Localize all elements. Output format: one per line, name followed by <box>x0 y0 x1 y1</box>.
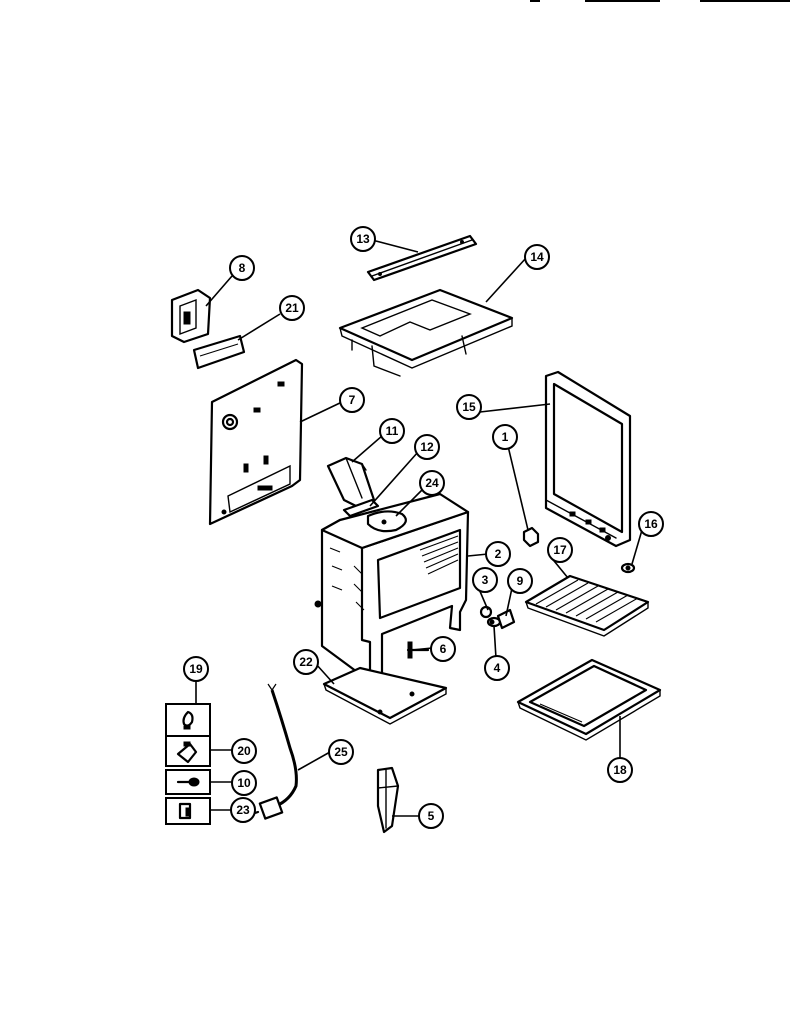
callout-24: 24 <box>419 470 445 496</box>
svg-text:3: 3 <box>482 573 489 587</box>
part-22-bottom-panel <box>322 666 448 725</box>
svg-text:9: 9 <box>517 574 524 588</box>
part-16-support <box>620 562 636 574</box>
callout-13: 13 <box>350 226 376 252</box>
svg-text:14: 14 <box>530 250 544 264</box>
callout-10: 10 <box>231 770 257 796</box>
part-13-trim-strip <box>366 234 478 282</box>
part-11-vent-duct <box>326 456 376 510</box>
part-18-tray <box>516 658 662 741</box>
callout-18: 18 <box>607 757 633 783</box>
svg-text:25: 25 <box>334 745 348 759</box>
callout-22: 22 <box>293 649 319 675</box>
svg-text:23: 23 <box>236 803 250 817</box>
part-1-clip <box>522 526 540 548</box>
callout-16: 16 <box>638 511 664 537</box>
svg-text:17: 17 <box>553 543 567 557</box>
leader-lines <box>195 239 643 817</box>
svg-text:5: 5 <box>428 809 435 823</box>
part-12-bracket <box>342 498 380 518</box>
svg-text:16: 16 <box>644 517 658 531</box>
svg-text:15: 15 <box>462 400 476 414</box>
svg-text:18: 18 <box>613 763 627 777</box>
callout-19: 19 <box>183 656 209 682</box>
svg-text:24: 24 <box>425 476 439 490</box>
callout-7: 7 <box>339 387 365 413</box>
callout-11: 11 <box>379 418 405 444</box>
svg-text:19: 19 <box>189 662 203 676</box>
svg-text:11: 11 <box>386 424 399 438</box>
callout-20: 20 <box>231 738 257 764</box>
part-24-cover <box>366 510 407 533</box>
svg-text:12: 12 <box>420 440 434 454</box>
part-5-bracket <box>376 766 400 834</box>
part-23-packet <box>165 797 211 825</box>
callout-25: 25 <box>328 739 354 765</box>
svg-text:1: 1 <box>502 430 509 444</box>
part-15-door-frame <box>544 370 632 548</box>
callout-5: 5 <box>418 803 444 829</box>
svg-text:4: 4 <box>494 661 501 675</box>
callout-9: 9 <box>507 568 533 594</box>
callout-17: 17 <box>547 537 573 563</box>
svg-text:10: 10 <box>237 776 251 790</box>
part-20-packet <box>165 735 211 767</box>
callout-2: 2 <box>485 541 511 567</box>
callout-12: 12 <box>414 434 440 460</box>
svg-text:2: 2 <box>495 547 502 561</box>
svg-text:7: 7 <box>349 393 356 407</box>
svg-text:22: 22 <box>299 655 313 669</box>
callout-3: 3 <box>472 567 498 593</box>
svg-text:13: 13 <box>356 232 370 246</box>
svg-text:6: 6 <box>440 642 447 656</box>
part-7-backguard <box>208 358 304 526</box>
callout-8: 8 <box>229 255 255 281</box>
svg-text:21: 21 <box>285 301 299 315</box>
callout-15: 15 <box>456 394 482 420</box>
part-17-oven-rack <box>524 574 650 637</box>
callout-14: 14 <box>524 244 550 270</box>
part-3-4-9-knob-set <box>479 605 516 630</box>
part-21-overlay <box>192 334 246 370</box>
part-8-control-module <box>170 288 212 344</box>
svg-text:8: 8 <box>239 261 246 275</box>
callout-21: 21 <box>279 295 305 321</box>
callout-23: 23 <box>230 797 256 823</box>
part-10-packet <box>165 769 211 795</box>
svg-text:20: 20 <box>237 744 251 758</box>
part-19-packet <box>165 703 211 737</box>
callout-4: 4 <box>484 655 510 681</box>
callout-6: 6 <box>430 636 456 662</box>
part-14-cooktop-panel <box>338 288 514 377</box>
callout-1: 1 <box>492 424 518 450</box>
part-25-power-cord <box>250 683 298 820</box>
